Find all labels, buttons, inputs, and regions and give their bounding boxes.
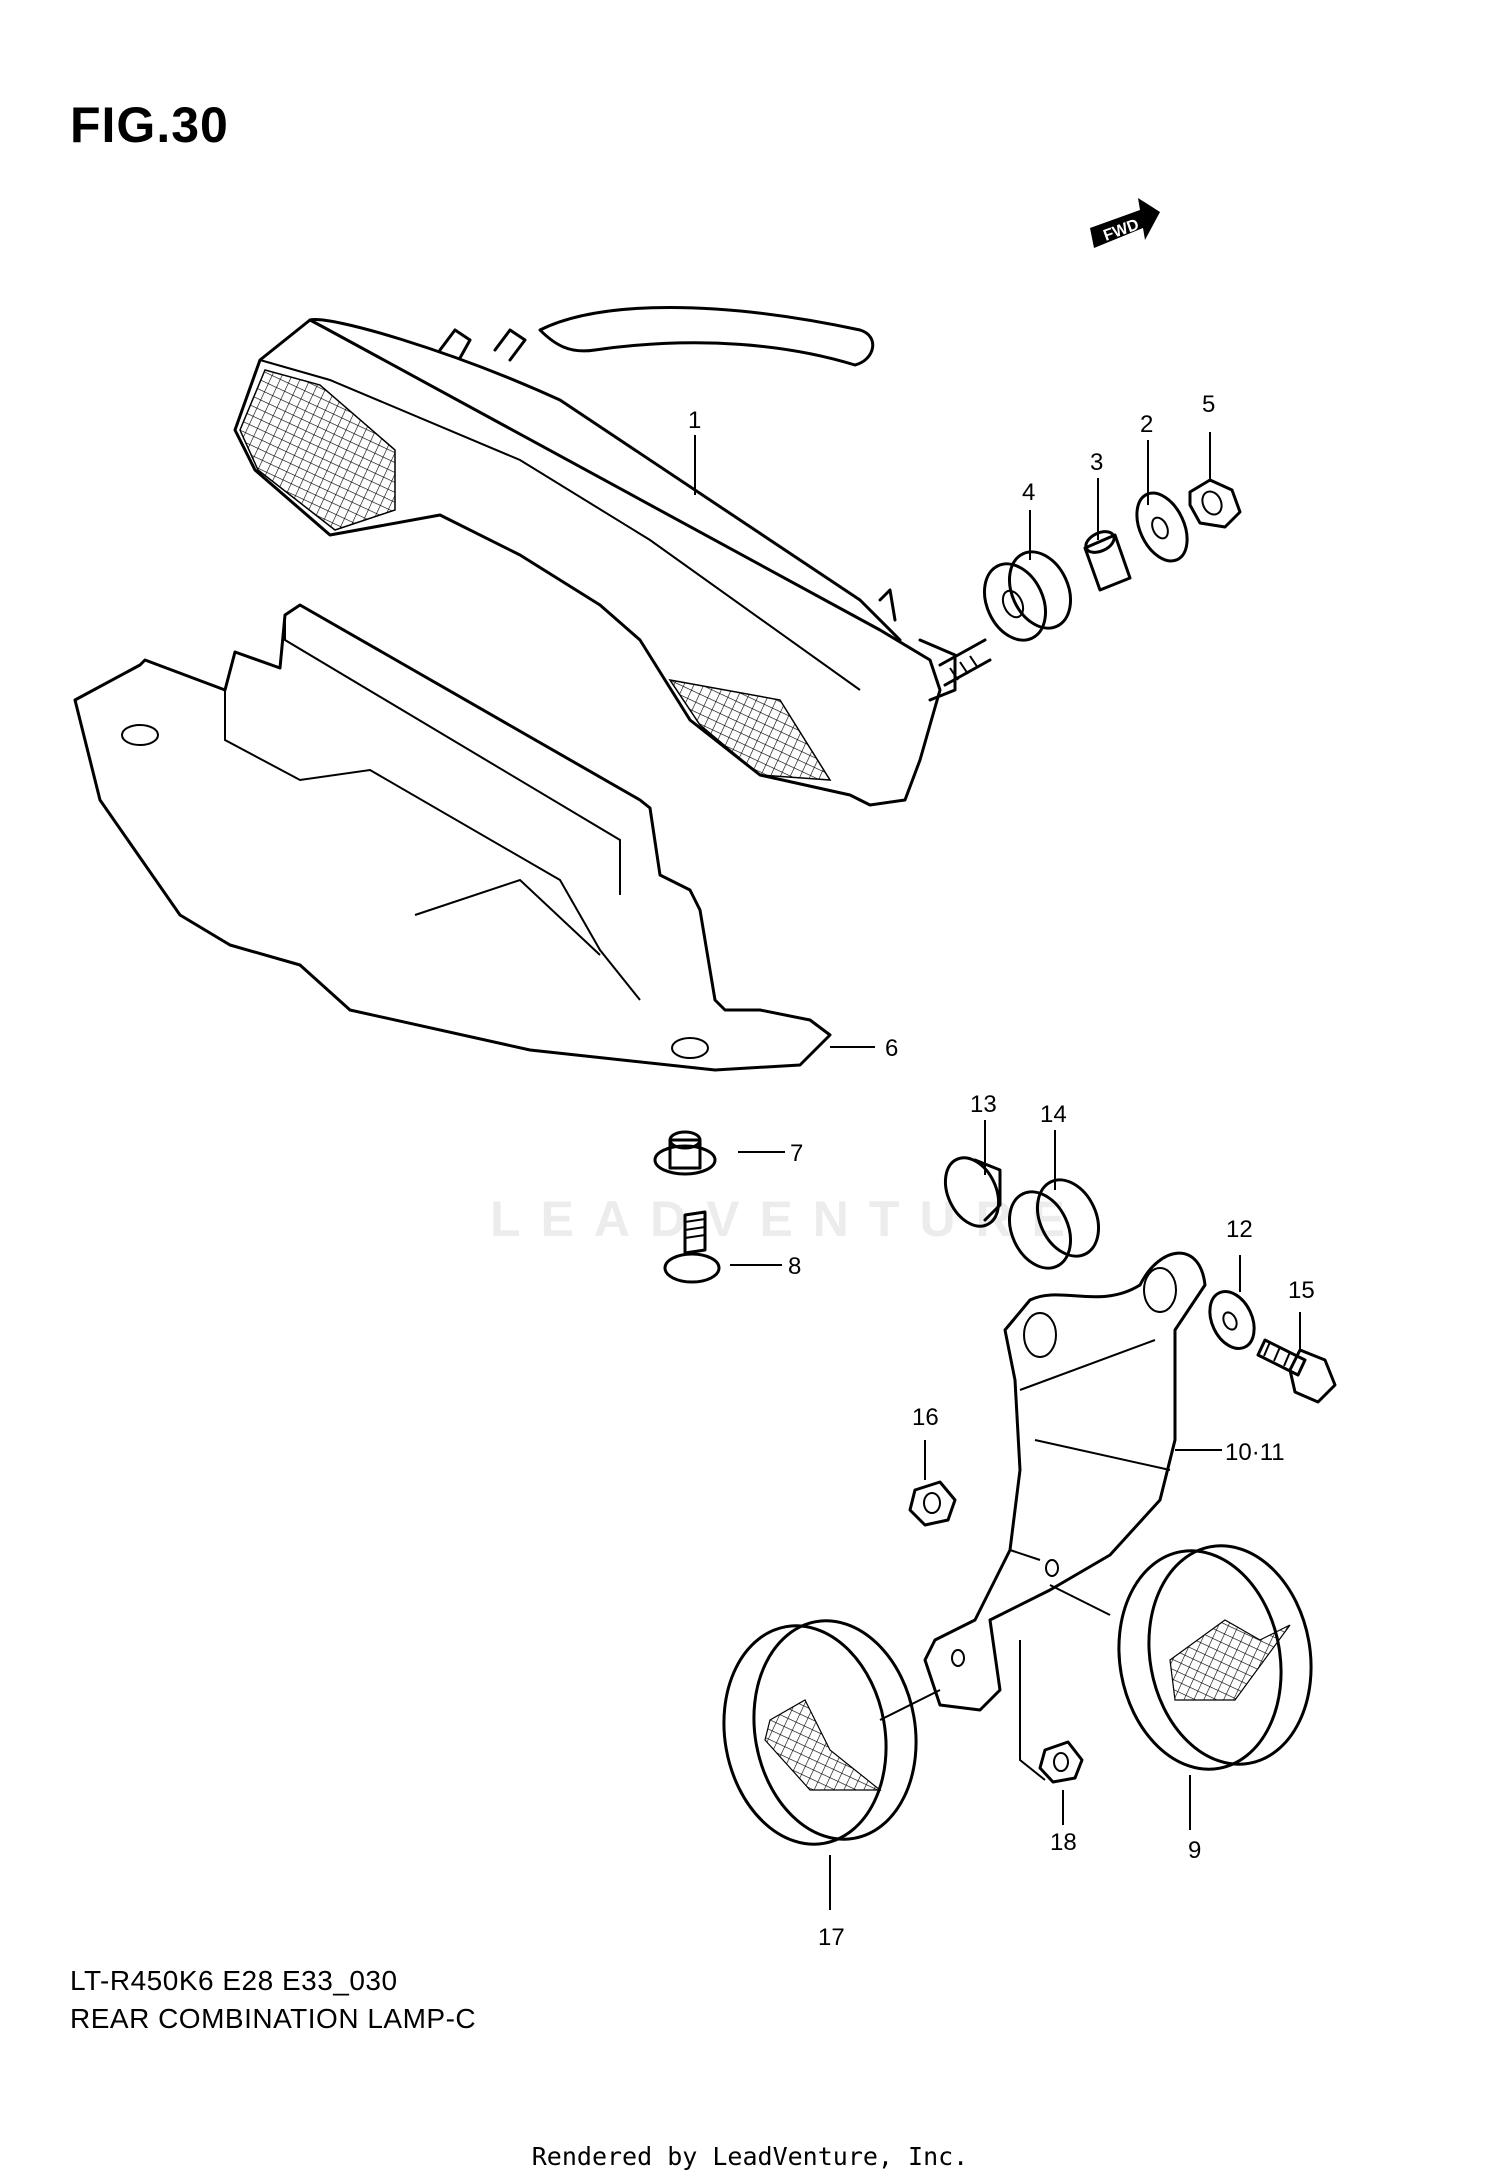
callout-4: 4 xyxy=(1022,479,1035,506)
callout-labels: 1 2 3 4 5 6 9 10·11 12 13 14 15 16 17 18… xyxy=(688,391,1315,1951)
callout-16: 16 xyxy=(912,1404,939,1431)
callout-5: 5 xyxy=(1202,391,1215,418)
right-reflector-part xyxy=(1117,1544,1313,1771)
callout-3: 3 xyxy=(1090,449,1103,476)
left-reflector-part xyxy=(722,1619,918,1846)
screw-part xyxy=(663,1210,721,1284)
bracket-washer-part xyxy=(1208,1290,1256,1350)
callout-1: 1 xyxy=(688,407,701,434)
assembly-name: REAR COMBINATION LAMP-C xyxy=(70,2003,477,2034)
grommet-part xyxy=(983,550,1072,642)
callout-18: 18 xyxy=(1050,1829,1077,1856)
watermark: LEADVENTURE xyxy=(490,1191,1086,1247)
collar-part xyxy=(1083,530,1132,592)
callout-15: 15 xyxy=(1288,1277,1315,1304)
callout-9: 9 xyxy=(1188,1837,1201,1864)
forward-arrow-icon: FWD xyxy=(1090,198,1160,248)
callout-12: 12 xyxy=(1226,1216,1253,1243)
nut-part xyxy=(1188,478,1242,529)
render-credit: Rendered by LeadVenture, Inc. xyxy=(531,2142,969,2171)
tail-lamp-part xyxy=(233,306,992,807)
callout-10-11: 10·11 xyxy=(1225,1439,1285,1466)
leader-lines xyxy=(694,432,1301,1910)
lower-grommet-part xyxy=(653,1130,717,1176)
reflector-bracket-part xyxy=(923,1251,1207,1712)
figure-title: FIG.30 xyxy=(70,97,229,153)
model-code: LT-R450K6 E28 E33_030 xyxy=(70,1965,398,1996)
rubber-grommet-part xyxy=(1008,1178,1100,1270)
lamp-bracket-part xyxy=(73,603,832,1072)
callout-17: 17 xyxy=(818,1924,845,1951)
callout-2: 2 xyxy=(1140,411,1153,438)
fwd-badge-label: FWD xyxy=(1101,216,1141,244)
callout-14: 14 xyxy=(1040,1101,1067,1128)
bracket-grommet-part xyxy=(943,1156,1002,1228)
bracket-nut-part xyxy=(908,1480,957,1527)
bracket-bolt-part xyxy=(1256,1338,1337,1404)
washer-part xyxy=(1135,491,1189,563)
reflector-nut-part xyxy=(1038,1740,1084,1784)
callout-8: 8 xyxy=(788,1253,801,1280)
callout-13: 13 xyxy=(970,1091,997,1118)
callout-6: 6 xyxy=(885,1035,898,1062)
callout-7: 7 xyxy=(790,1140,803,1167)
